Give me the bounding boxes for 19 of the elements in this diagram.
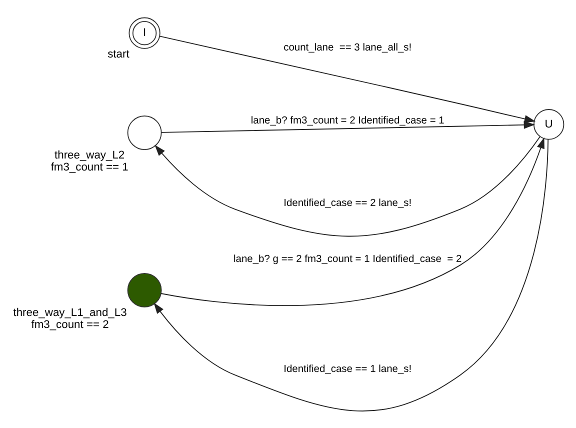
node-label: three_way_L1_and_L3 [13, 306, 127, 318]
arrow [160, 136, 544, 306]
node-circle [127, 272, 162, 307]
edge-label: lane_b? g == 2 fm3_count = 1 Identified_case = 2 [234, 254, 462, 265]
node-circle: U [533, 108, 564, 140]
node-label: fm3_count == 2 [31, 318, 109, 331]
edge-label: Identified_case == 1 lane_s! [284, 363, 412, 374]
edge-label: Identified_case == 2 lane_s! [284, 198, 412, 209]
edge-label: lane_b? fm3_count = 2 Identified_case = 1 [250, 114, 444, 126]
node-label: start [108, 48, 130, 60]
node-circle [127, 115, 162, 150]
arrow [154, 138, 549, 411]
arrow [159, 35, 536, 122]
arrow [154, 136, 540, 236]
node-circle: I [128, 16, 160, 48]
node-label: fm3_count == 1 [50, 161, 128, 174]
edge-label: count_lane == 3 lane_all_s! [284, 42, 412, 54]
node-label: three_way_L2 [54, 148, 125, 161]
arrow [161, 120, 536, 132]
